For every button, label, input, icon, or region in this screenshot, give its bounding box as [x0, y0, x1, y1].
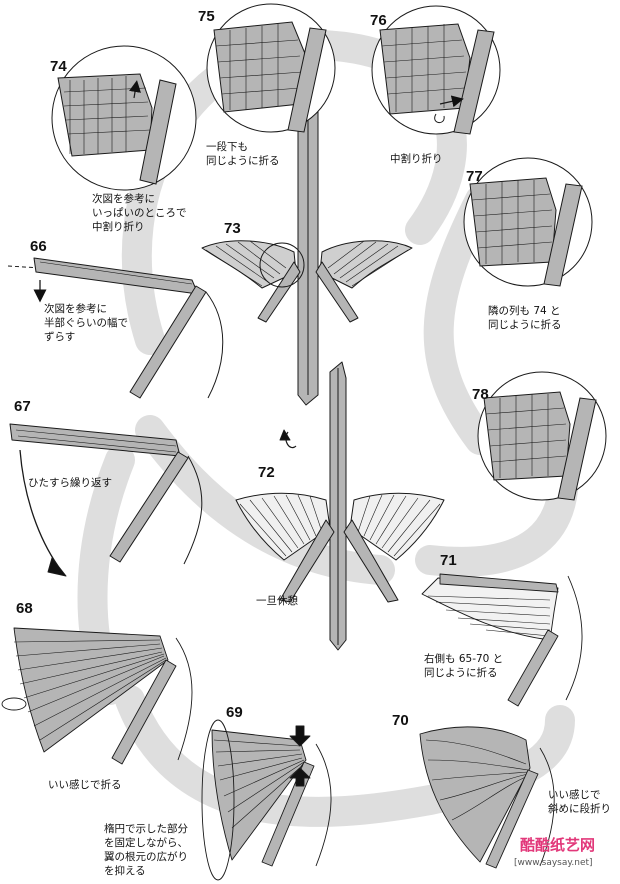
- step-67-note: ひたすら繰り返す: [28, 477, 112, 489]
- step-77-note: 隣の列も 74 と 同じように折る: [488, 305, 562, 331]
- step-72-note: 一旦休憩: [256, 595, 298, 607]
- step-number-77: 77: [466, 168, 483, 185]
- step-74-note: 次図を参考に いっぱいのところで 中割り折り: [92, 193, 187, 233]
- detail-circle-75: [206, 3, 336, 133]
- step-number-68: 68: [16, 600, 33, 617]
- step-number-67: 67: [14, 398, 31, 415]
- step-number-71: 71: [440, 552, 457, 569]
- detail-circle-77: [463, 157, 593, 287]
- detail-circle-76: [371, 5, 501, 135]
- step-76-note: 中割り折り: [390, 153, 443, 165]
- watermark-brand: 酷酷纸艺网: [520, 836, 596, 854]
- step-number-69: 69: [226, 704, 243, 721]
- step-67-figure: [9, 423, 203, 577]
- step-69-note: 楕円で示した部分 を固定しながら、 翼の根元の広がり を抑える: [104, 823, 188, 877]
- step-70-note: いい感じで 斜めに段折り: [548, 789, 611, 815]
- step-71-note: 右側も 65-70 と 同じように折る: [424, 653, 504, 679]
- watermark-url: [www.saysay.net]: [514, 858, 593, 868]
- step-number-70: 70: [392, 712, 409, 729]
- central-model: [201, 107, 445, 651]
- detail-circle-78: [477, 371, 607, 501]
- step-number-75: 75: [198, 8, 215, 25]
- step-number-72: 72: [258, 464, 275, 481]
- step-number-78: 78: [472, 386, 489, 403]
- step-number-74: 74: [50, 58, 67, 75]
- step-66-figure: [7, 257, 224, 399]
- step-number-73: 73: [224, 220, 241, 237]
- step-69-figure: [201, 719, 332, 881]
- step-75-note: 一段下も 同じように折る: [206, 141, 280, 167]
- step-number-66: 66: [30, 238, 47, 255]
- step-number-76: 76: [370, 12, 387, 29]
- detail-circle-74: [51, 45, 197, 191]
- step-66-note: 次図を参考に 半部ぐらいの幅で ずらす: [44, 303, 128, 343]
- step-70-figure: [419, 726, 555, 869]
- step-68-figure: [1, 627, 193, 765]
- step-71-figure: [421, 573, 583, 707]
- step-68-note: いい感じで折る: [48, 779, 122, 791]
